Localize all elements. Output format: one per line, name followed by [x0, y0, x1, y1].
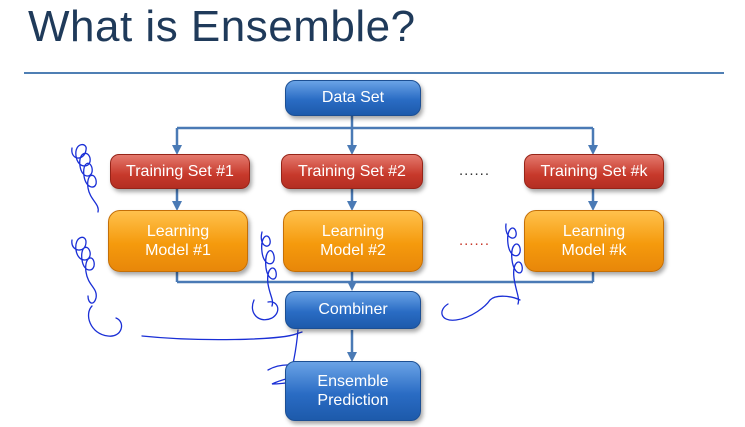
training-set-box-1: Training Set #1	[110, 154, 250, 189]
training-set-box-2: Training Set #2	[281, 154, 423, 189]
ink-long-stroke	[141, 331, 303, 341]
ink-hook-left	[87, 305, 123, 337]
training-set-label-k: Training Set #k	[540, 162, 648, 180]
ink-hook-right	[441, 295, 521, 321]
training-set-box-k: Training Set #k	[524, 154, 664, 189]
learning-model-line2-2: Model #2	[320, 242, 386, 259]
learning-model-line2-1: Model #1	[145, 242, 211, 259]
ink-scribble-left-1	[71, 144, 99, 213]
learning-model-line1-2: Learning	[321, 222, 385, 240]
training-set-label-2: Training Set #2	[298, 162, 406, 180]
learning-model-box-1: Learning Model #1	[108, 210, 248, 272]
ink-b-mid	[251, 299, 279, 321]
ink-scribble-right	[505, 223, 523, 305]
learning-model-box-2: Learning Model #2	[283, 210, 423, 272]
learning-model-box-k: Learning Model #k	[524, 210, 664, 272]
data-set-box: Data Set	[285, 80, 421, 116]
ensemble-prediction-box: Ensemble Prediction	[285, 361, 421, 421]
ellipsis-models: ......	[459, 232, 491, 249]
ink-scribble-mid	[260, 231, 277, 307]
combiner-box: Combiner	[285, 291, 421, 329]
prediction-line2: Prediction	[317, 392, 389, 409]
ink-scribble-left-2	[71, 236, 97, 304]
prediction-line1: Ensemble	[317, 372, 389, 390]
learning-model-line1-k: Learning	[562, 222, 626, 240]
training-set-label-1: Training Set #1	[126, 162, 234, 180]
learning-model-line1-1: Learning	[146, 222, 210, 240]
ellipsis-training: ......	[459, 162, 491, 179]
combiner-label: Combiner	[318, 301, 388, 319]
data-set-label: Data Set	[321, 89, 385, 107]
learning-model-line2-k: Model #k	[561, 242, 627, 259]
slide-title: What is Ensemble?	[28, 2, 416, 51]
title-underline	[24, 72, 724, 74]
